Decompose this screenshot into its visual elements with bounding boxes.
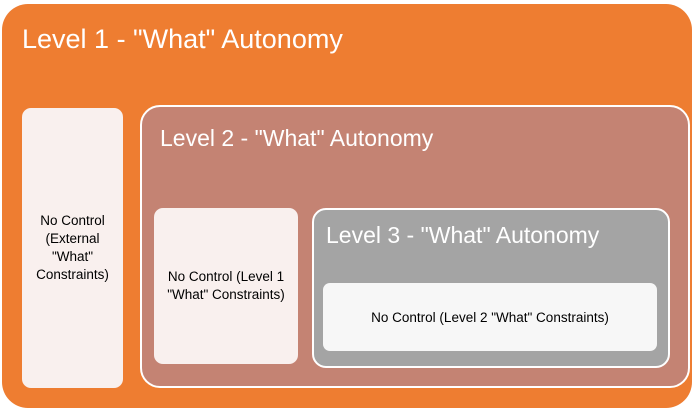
level-2-title: Level 2 - "What" Autonomy <box>160 125 434 151</box>
level-1-constraints-box: No Control (Level 1 "What" Constraints) <box>154 208 298 364</box>
level-1-constraints-label: No Control (Level 1 "What" Constraints) <box>167 269 285 302</box>
level-3-title: Level 3 - "What" Autonomy <box>326 222 600 248</box>
external-constraints-box: No Control (External "What" Constraints) <box>22 108 123 388</box>
external-constraints-label: No Control (External "What" Constraints) <box>36 213 109 282</box>
level-1-title: Level 1 - "What" Autonomy <box>22 24 343 54</box>
level-2-constraints-box: No Control (Level 2 "What" Constraints) <box>323 283 657 351</box>
level-3-container: Level 3 - "What" Autonomy No Control (Le… <box>312 208 670 368</box>
level-2-container: Level 2 - "What" Autonomy No Control (Le… <box>140 105 690 388</box>
level-2-constraints-label: No Control (Level 2 "What" Constraints) <box>371 309 609 325</box>
level-1-container: Level 1 - "What" Autonomy No Control (Ex… <box>2 4 692 408</box>
